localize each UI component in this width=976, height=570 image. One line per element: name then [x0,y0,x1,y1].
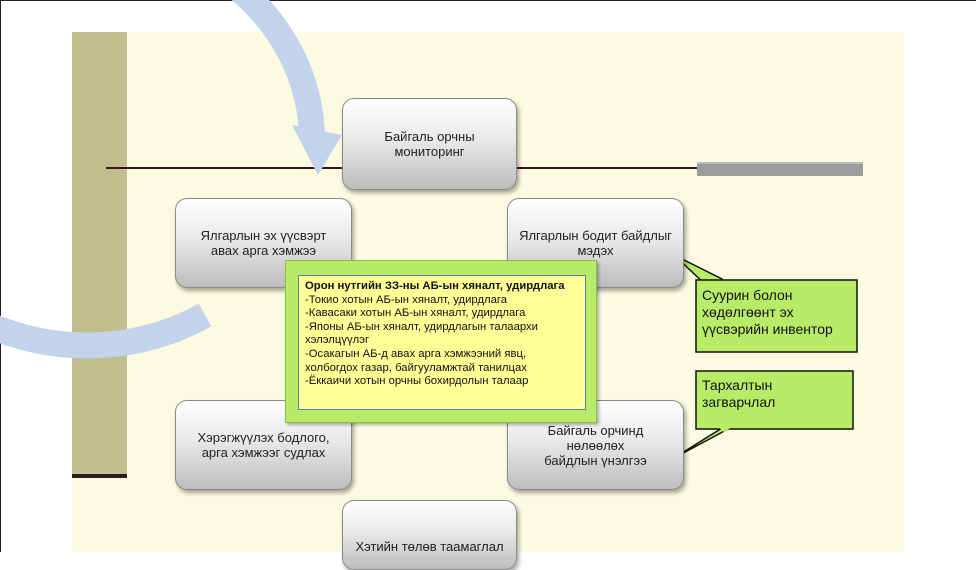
info-panel-line: -Токио хотын АБ-ын хяналт, удирдлага [305,293,508,306]
cycle-diagram [0,0,858,459]
frame-left-border [0,0,1,552]
title-divider-line [106,167,342,169]
info-panel: Орон нутгийн ЗЗ-ны АБ-ын хяналт, удирдла… [285,260,597,423]
callout-inventory-text: Суурин болон хөдөлгөөнт эх үүсвэрийн инв… [702,287,833,337]
info-panel-line: -Осакагын АБ-д авах арга хэмжээний явц, … [305,347,527,374]
info-panel-title: Орон нутгийн ЗЗ-ны АБ-ын хяналт, удирдла… [305,280,565,292]
info-panel-text: Орон нутгийн ЗЗ-ны АБ-ын хяналт, удирдла… [298,275,586,410]
cycle-arrowhead [292,125,342,175]
node-future-forecast: Хэтийн төлөв таамаглал [342,500,517,570]
callout-2-box [695,370,854,430]
slide-side-bar [72,32,127,478]
cycle-ring [0,0,325,359]
title-accent-bar [697,162,863,176]
node-environment-monitoring: Байгаль орчны мониторинг [342,98,517,190]
info-panel-line: -Ёккаичи хотын орчны бохирдолын талаар [305,375,529,388]
info-panel-line: -Кавасаки хотын АБ-ын хяналт, удирдлага [305,307,526,320]
frame-top-border [0,0,976,1]
slide-side-bar-bottom [72,474,127,478]
info-panel-line: -Японы АБ-ын хяналт, удирдлагын талаархи… [305,320,538,347]
callout-dispersion-text: Тархалтын загварчлал [702,377,776,410]
title-divider-line-right [517,167,697,169]
